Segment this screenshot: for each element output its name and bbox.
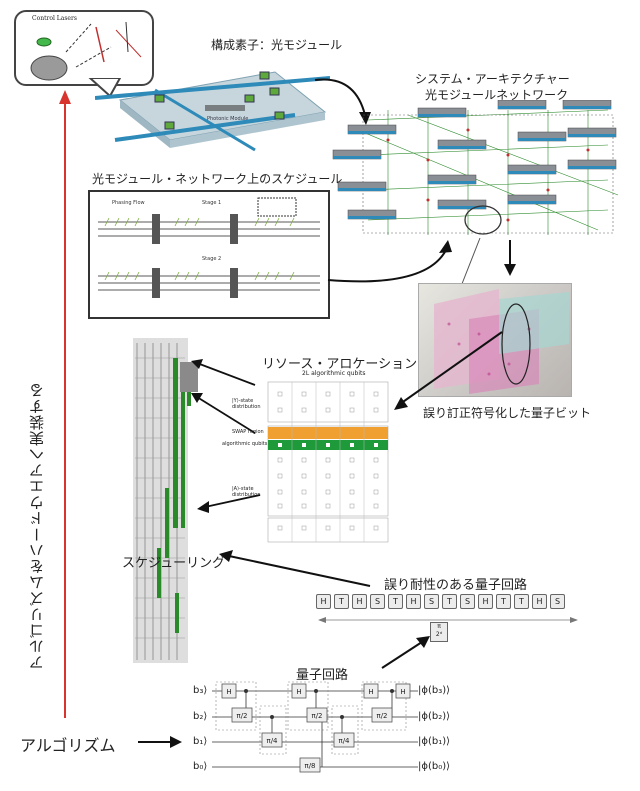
gate-12: H bbox=[532, 594, 547, 609]
row-label-distill-bottom: |A⟩-state distribution bbox=[232, 486, 261, 498]
arrows-grid-to-tower bbox=[191, 359, 261, 513]
rotation-num: π bbox=[437, 623, 441, 630]
vertical-arrow bbox=[59, 90, 71, 718]
row-label-distill-top: |Y⟩-state distribution bbox=[232, 398, 261, 410]
circuit-gate-2: H bbox=[296, 688, 301, 696]
gate-3: S bbox=[370, 594, 385, 609]
encoded-qubits-label: 誤り訂正符号化した量子ビット bbox=[423, 406, 592, 420]
gate-5: H bbox=[406, 594, 421, 609]
arrow-circuit-to-fault bbox=[381, 636, 430, 669]
rotation-gate: π 2ᵈ bbox=[430, 622, 448, 642]
gate-sequence: H T H S T H S T S H T T H S bbox=[316, 594, 565, 609]
system-label-2: 光モジュールネットワーク bbox=[425, 88, 569, 102]
resource-grid: 2L algorithmic qubits bbox=[262, 370, 392, 545]
gate-2: H bbox=[352, 594, 367, 609]
circuit-input-2: b₁⟩ bbox=[193, 736, 208, 747]
gate-13: S bbox=[550, 594, 565, 609]
circuit-output-2: |ϕ(b₁)⟩ bbox=[418, 736, 451, 747]
gate-0: H bbox=[316, 594, 331, 609]
gate-9: H bbox=[478, 594, 493, 609]
scheduled-circuit-tower bbox=[133, 338, 198, 663]
circuit-gate-6: π/8 bbox=[304, 762, 315, 770]
gate-6: S bbox=[424, 594, 439, 609]
circuit-input-3: b₀⟩ bbox=[193, 761, 208, 772]
scheduling-label: スケジューリング bbox=[122, 556, 226, 571]
gate-7: T bbox=[442, 594, 457, 609]
schedule-tag-2: Stage 2 bbox=[202, 256, 221, 262]
photonic-module-text: Photonic Module bbox=[207, 116, 248, 122]
arrow-render-to-grid bbox=[394, 331, 503, 410]
algorithm-label: アルゴリズム bbox=[20, 736, 116, 755]
swap-region-band bbox=[268, 427, 388, 439]
circuit-gate-0: H bbox=[226, 688, 231, 696]
circuit-gate-8: π/2 bbox=[376, 712, 387, 720]
rotation-den: 2ᵈ bbox=[435, 631, 443, 638]
row-label-algorithmic: algorithmic qubits bbox=[222, 441, 268, 447]
photonic-module: Photonic Module bbox=[95, 71, 330, 152]
circuit-gate-7: π/4 bbox=[338, 737, 350, 745]
control-lasers-callout: Control Lasers bbox=[14, 10, 154, 86]
resource-grid-header: 2L algorithmic qubits bbox=[302, 370, 366, 377]
fault-tolerant-label: 誤り耐性のある量子回路 bbox=[384, 578, 528, 593]
circuit-output-3: |ϕ(b₀)⟩ bbox=[418, 761, 451, 772]
circuit-input-1: b₂⟩ bbox=[193, 711, 208, 722]
circuit-gate-4: π/2 bbox=[311, 712, 322, 720]
quantum-circuit: H π/2 H π/4 π/2 H π/8 π/4 π/2 H bbox=[212, 681, 418, 773]
callout-pointer bbox=[88, 78, 122, 98]
vertical-title: アルゴリズムをハードウエアへ実装する bbox=[28, 382, 46, 670]
circuit-gate-1: π/2 bbox=[236, 712, 247, 720]
module-network bbox=[332, 100, 619, 235]
circuit-gate-3: π/4 bbox=[266, 737, 278, 745]
gate-1: T bbox=[334, 594, 349, 609]
circuit-output-0: |ϕ(b₃)⟩ bbox=[418, 685, 451, 696]
circuit-gate-5: H bbox=[368, 688, 373, 696]
system-label-1: システム・アーキテクチャー bbox=[415, 72, 570, 86]
schedule-tag-1: Stage 1 bbox=[202, 200, 221, 206]
gate-4: T bbox=[388, 594, 403, 609]
arrow-network-down bbox=[504, 240, 516, 276]
schedule-tag-0: Phasing Flow bbox=[112, 200, 145, 206]
gate-11: T bbox=[514, 594, 529, 609]
resource-label: リソース・アロケーション bbox=[262, 357, 418, 372]
quantum-circuit-label: 量子回路 bbox=[296, 668, 349, 683]
row-label-swap: SWAP region bbox=[232, 429, 264, 435]
encoded-qubit-render bbox=[418, 283, 572, 397]
gate-8: S bbox=[460, 594, 475, 609]
schedule-box: Phasing Flow Stage 1 Stage 2 bbox=[88, 190, 330, 319]
arrow-schedule-to-network bbox=[327, 240, 452, 283]
module-label: 構成素子：光モジュール bbox=[211, 38, 343, 52]
schedule-network-label: 光モジュール・ネットワーク上のスケジュール bbox=[92, 172, 343, 186]
arrow-algorithm-to-circuit bbox=[138, 736, 182, 748]
gate-10: T bbox=[496, 594, 511, 609]
circuit-output-1: |ϕ(b₂)⟩ bbox=[418, 711, 451, 722]
arrow-fault-to-scheduling bbox=[219, 550, 371, 587]
rotation-brace bbox=[318, 617, 578, 623]
circuit-gate-9: H bbox=[400, 688, 405, 696]
circuit-input-0: b₃⟩ bbox=[193, 685, 208, 696]
control-lasers-label: Control Lasers bbox=[32, 15, 77, 22]
